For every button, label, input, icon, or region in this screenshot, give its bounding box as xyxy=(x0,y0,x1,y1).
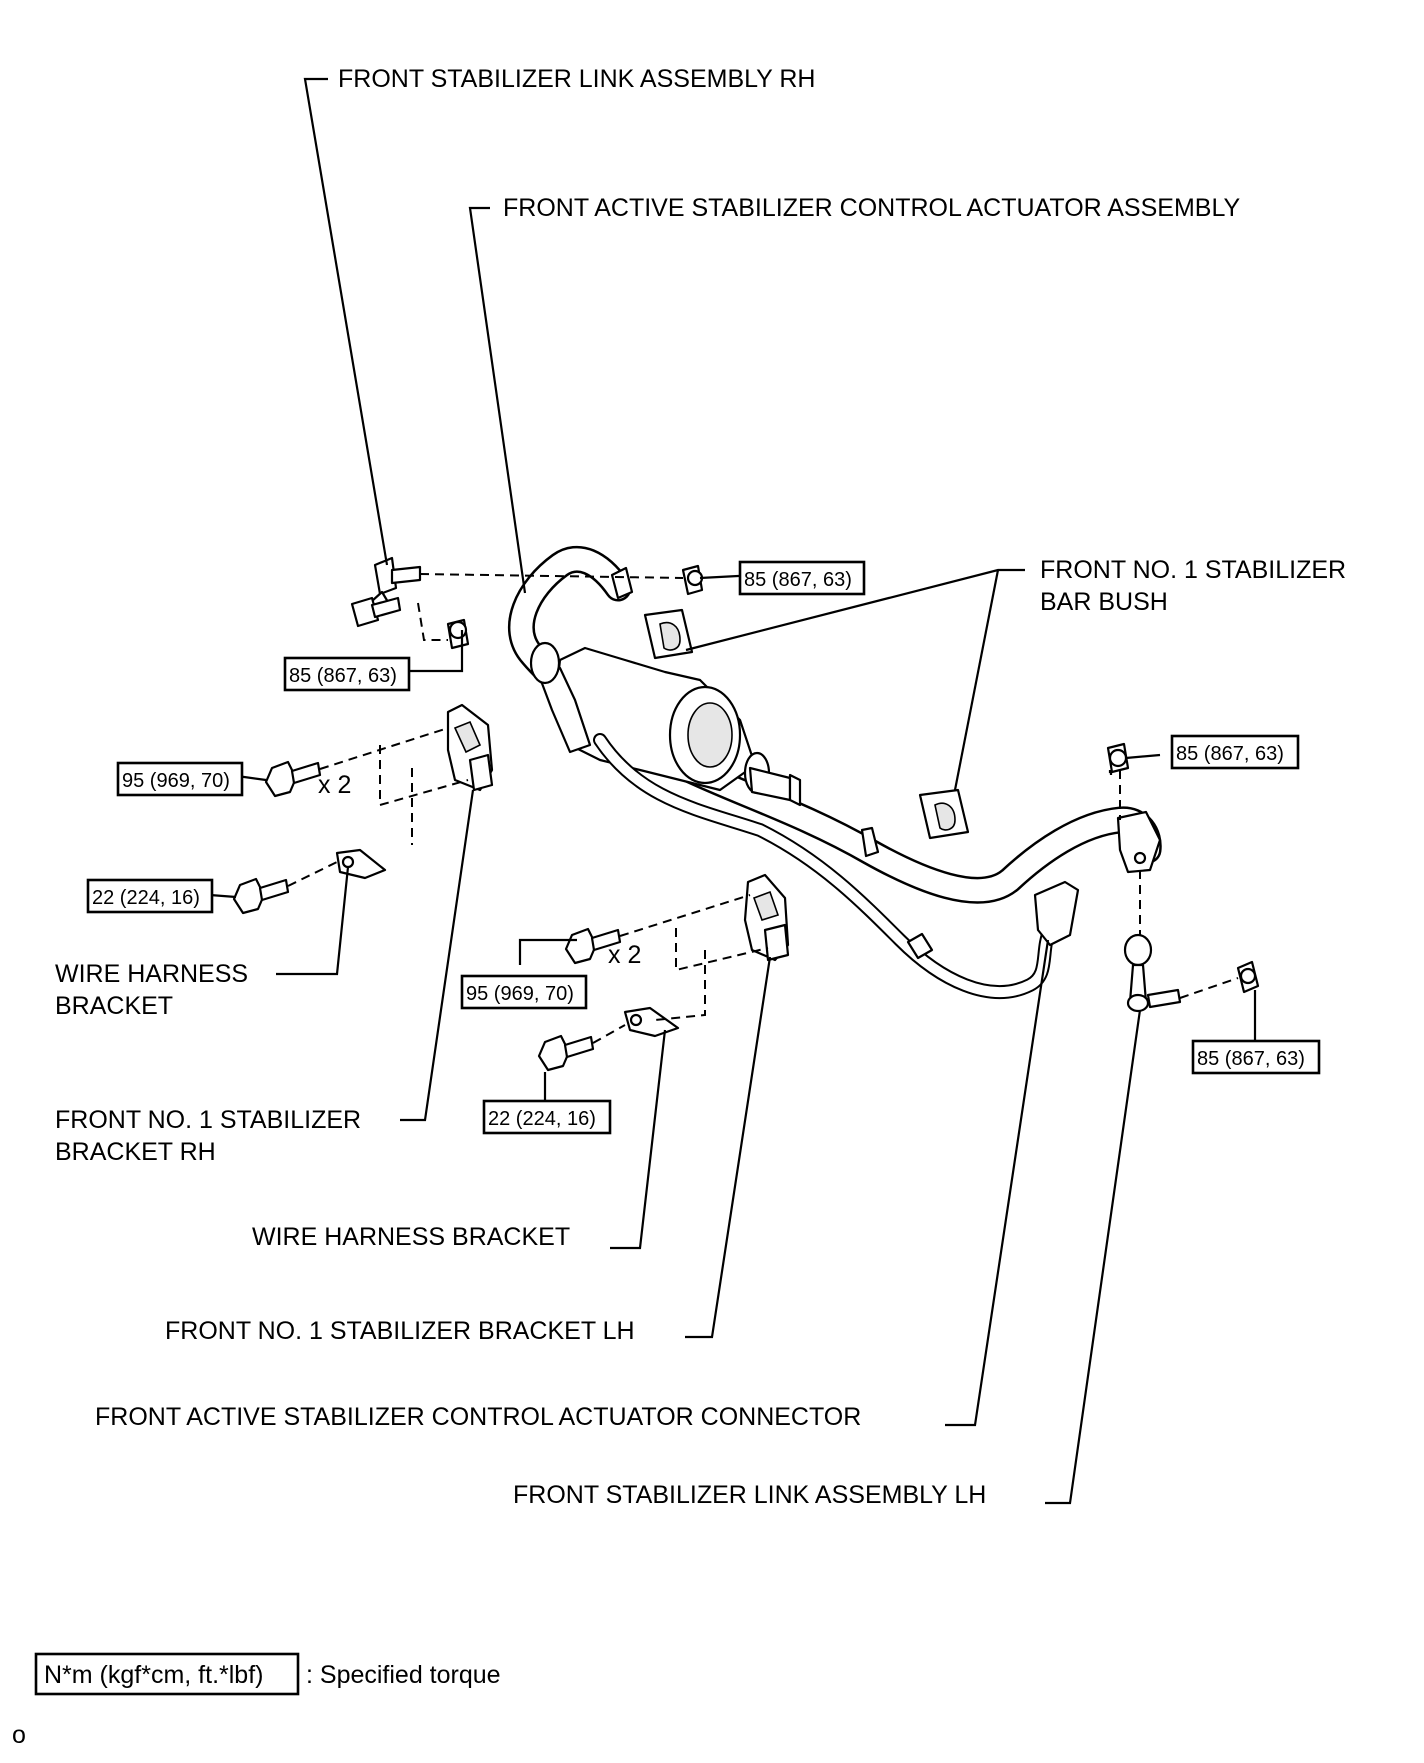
nut-lh-upper xyxy=(1106,742,1130,774)
torque-box-link-lh-lower: 85 (867, 63) xyxy=(1191,1039,1321,1075)
torque-value: 85 (867, 63) xyxy=(744,569,852,591)
torque-value: 22 (224, 16) xyxy=(92,887,200,909)
label-link-lh: FRONT STABILIZER LINK ASSEMBLY LH xyxy=(513,1481,986,1509)
actuator-wire-harness xyxy=(593,733,1080,1000)
nut-lh-lower xyxy=(1236,960,1260,994)
quantity-bracket-rh: x 2 xyxy=(318,771,351,799)
torque-box-link-rh-upper: 85 (867, 63) xyxy=(738,560,866,596)
torque-value: 85 (867, 63) xyxy=(1176,743,1284,765)
bolt-harness-lh xyxy=(537,1034,595,1072)
label-harness-bracket-rh-2: BRACKET xyxy=(55,992,173,1020)
label-bar-bush-2: BAR BUSH xyxy=(1040,588,1168,616)
torque-box-link-rh-lower: 85 (867, 63) xyxy=(283,656,411,692)
legend-description: : Specified torque xyxy=(306,1661,501,1689)
stabilizer-bar xyxy=(508,545,1162,904)
torque-value: 95 (969, 70) xyxy=(122,770,230,792)
torque-value: 85 (867, 63) xyxy=(1197,1048,1305,1070)
bar-bush-lower xyxy=(918,788,970,840)
bolt-harness-rh xyxy=(232,877,290,915)
torque-box-link-lh-upper: 85 (867, 63) xyxy=(1170,734,1300,770)
torque-value: 85 (867, 63) xyxy=(289,665,397,687)
torque-box-bracket-rh: 95 (969, 70) xyxy=(116,761,244,797)
label-bar-bush-1: FRONT NO. 1 STABILIZER xyxy=(1040,556,1346,584)
label-bracket-rh-2: BRACKET RH xyxy=(55,1138,216,1166)
link-assembly-lh xyxy=(1123,933,1182,1013)
label-actuator-assembly: FRONT ACTIVE STABILIZER CONTROL ACTUATOR… xyxy=(503,194,1241,222)
torque-box-harness-lh: 22 (224, 16) xyxy=(482,1099,612,1135)
alignment-dashes xyxy=(287,573,1239,1044)
bracket-lh xyxy=(743,873,790,962)
label-link-rh: FRONT STABILIZER LINK ASSEMBLY RH xyxy=(338,65,815,93)
nut-rh-lower xyxy=(446,618,470,650)
legend: N*m (kgf*cm, ft.*lbf) : Specified torque xyxy=(34,1652,501,1696)
bracket-rh xyxy=(446,703,494,792)
torque-value: 22 (224, 16) xyxy=(488,1108,596,1130)
corner-mark: o xyxy=(12,1721,26,1749)
bolt-bracket-lh xyxy=(564,927,622,965)
harness-bracket-lh xyxy=(623,1006,680,1038)
label-harness-bracket-lh: WIRE HARNESS BRACKET xyxy=(252,1223,570,1251)
torque-box-bracket-lh: 95 (969, 70) xyxy=(460,974,588,1010)
label-harness-bracket-rh-1: WIRE HARNESS xyxy=(55,960,248,988)
torque-box-harness-rh: 22 (224, 16) xyxy=(86,878,214,914)
nut-rh-upper xyxy=(681,564,704,596)
harness-bracket-rh xyxy=(335,848,387,880)
label-bracket-lh: FRONT NO. 1 STABILIZER BRACKET LH xyxy=(165,1317,635,1345)
torque-value: 95 (969, 70) xyxy=(466,983,574,1005)
bar-bush-upper xyxy=(643,608,694,660)
link-assembly-rh xyxy=(350,556,422,628)
bolt-bracket-rh xyxy=(264,760,322,798)
label-actuator-connector: FRONT ACTIVE STABILIZER CONTROL ACTUATOR… xyxy=(95,1403,861,1431)
label-bracket-rh-1: FRONT NO. 1 STABILIZER xyxy=(55,1106,361,1134)
legend-unit-box: N*m (kgf*cm, ft.*lbf) xyxy=(44,1661,263,1689)
quantity-bracket-lh: x 2 xyxy=(608,941,641,969)
